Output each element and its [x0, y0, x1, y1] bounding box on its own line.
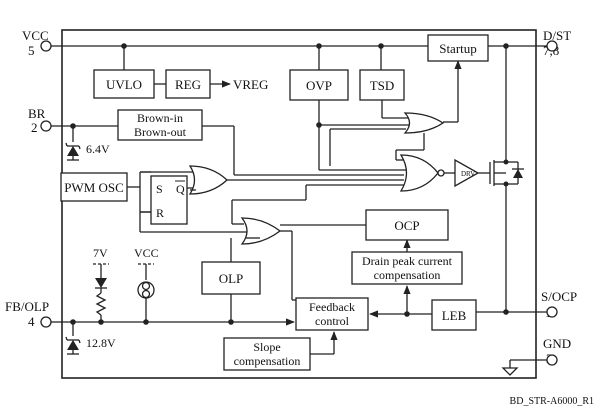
junction-dot — [503, 309, 509, 315]
slope-label-2: compensation — [234, 354, 301, 368]
or-gate-reset — [240, 217, 282, 245]
ocp-label: OCP — [394, 218, 419, 233]
pin-fbolp-name: FB/OLP — [5, 299, 49, 314]
tsd-block — [359, 69, 405, 101]
pin-br-terminal — [40, 120, 52, 132]
slope-label-1: Slope — [253, 340, 280, 354]
nor-gate-output — [399, 154, 439, 192]
uvlo-block — [93, 69, 155, 99]
diagram-reference: BD_STR-A6000_R1 — [510, 396, 594, 407]
startup-label: Startup — [439, 41, 477, 56]
pin-fbolp-terminal — [40, 316, 52, 328]
olp-label: OLP — [219, 271, 244, 286]
olp-block — [201, 261, 261, 295]
ic-outline — [61, 29, 537, 379]
pin-dst-name: D/ST — [543, 28, 571, 43]
or-gate-pwm — [188, 165, 228, 195]
resistor-icon — [95, 292, 107, 316]
brown-in-out-block — [117, 109, 203, 141]
pin-gnd-name: GND — [543, 336, 571, 351]
reg-label: REG — [175, 77, 201, 92]
feedback-label-2: control — [315, 314, 350, 328]
or-gate-latch — [403, 112, 445, 134]
leb-label: LEB — [442, 308, 467, 323]
leb-block — [431, 299, 477, 331]
reg-block — [165, 69, 211, 99]
zener-br-voltage: 6.4V — [86, 142, 110, 156]
ground-icon — [501, 367, 519, 376]
sr-flip-flop — [150, 175, 188, 225]
vreg-label: VREG — [233, 77, 268, 92]
pin-vcc-name: VCC — [22, 28, 49, 43]
brown-in-label: Brown-in — [137, 111, 183, 125]
zener-fb-voltage: 12.8V — [86, 336, 116, 350]
ovp-label: OVP — [306, 78, 332, 93]
driver-triangle — [454, 158, 480, 188]
seven-volt-label: 7V — [93, 246, 108, 260]
zener-br-icon — [67, 146, 79, 156]
ovp-block — [289, 69, 349, 101]
pin-br-number: 2 — [31, 120, 38, 135]
ff-q-label: Q — [176, 182, 185, 196]
drain-peak-current-block — [351, 251, 463, 285]
feedback-label-1: Feedback — [309, 300, 355, 314]
junction-dot — [228, 319, 234, 325]
ff-s-label: S — [156, 182, 163, 196]
diode-7v-icon — [95, 278, 107, 288]
pin-fbolp-number: 4 — [28, 314, 35, 329]
pin-gnd-terminal — [546, 354, 558, 366]
pin-br-name: BR — [28, 106, 46, 121]
tsd-label: TSD — [370, 78, 395, 93]
feedback-control-block — [295, 297, 369, 331]
pin-socp-terminal — [546, 306, 558, 318]
pin-vcc-number: 5 — [28, 43, 35, 58]
uvlo-label: UVLO — [106, 77, 142, 92]
body-diode-icon — [513, 169, 523, 178]
pwm-osc-block — [60, 172, 128, 202]
pin-dst-terminal — [546, 40, 558, 52]
nor-bubble — [437, 169, 445, 177]
brown-out-label: Brown-out — [134, 125, 187, 139]
pwm-osc-label: PWM OSC — [64, 180, 124, 195]
pin-vcc-terminal — [40, 40, 52, 52]
zener-fb-icon — [67, 340, 79, 350]
vcc-ref-label: VCC — [134, 246, 159, 260]
drain-peak-label-1: Drain peak current — [362, 254, 453, 268]
drv-label: DRV — [461, 170, 475, 178]
junction-dot — [404, 311, 410, 317]
drain-peak-label-2: compensation — [374, 268, 441, 282]
pin-socp-name: S/OCP — [541, 289, 577, 304]
ff-r-label: R — [156, 206, 164, 220]
